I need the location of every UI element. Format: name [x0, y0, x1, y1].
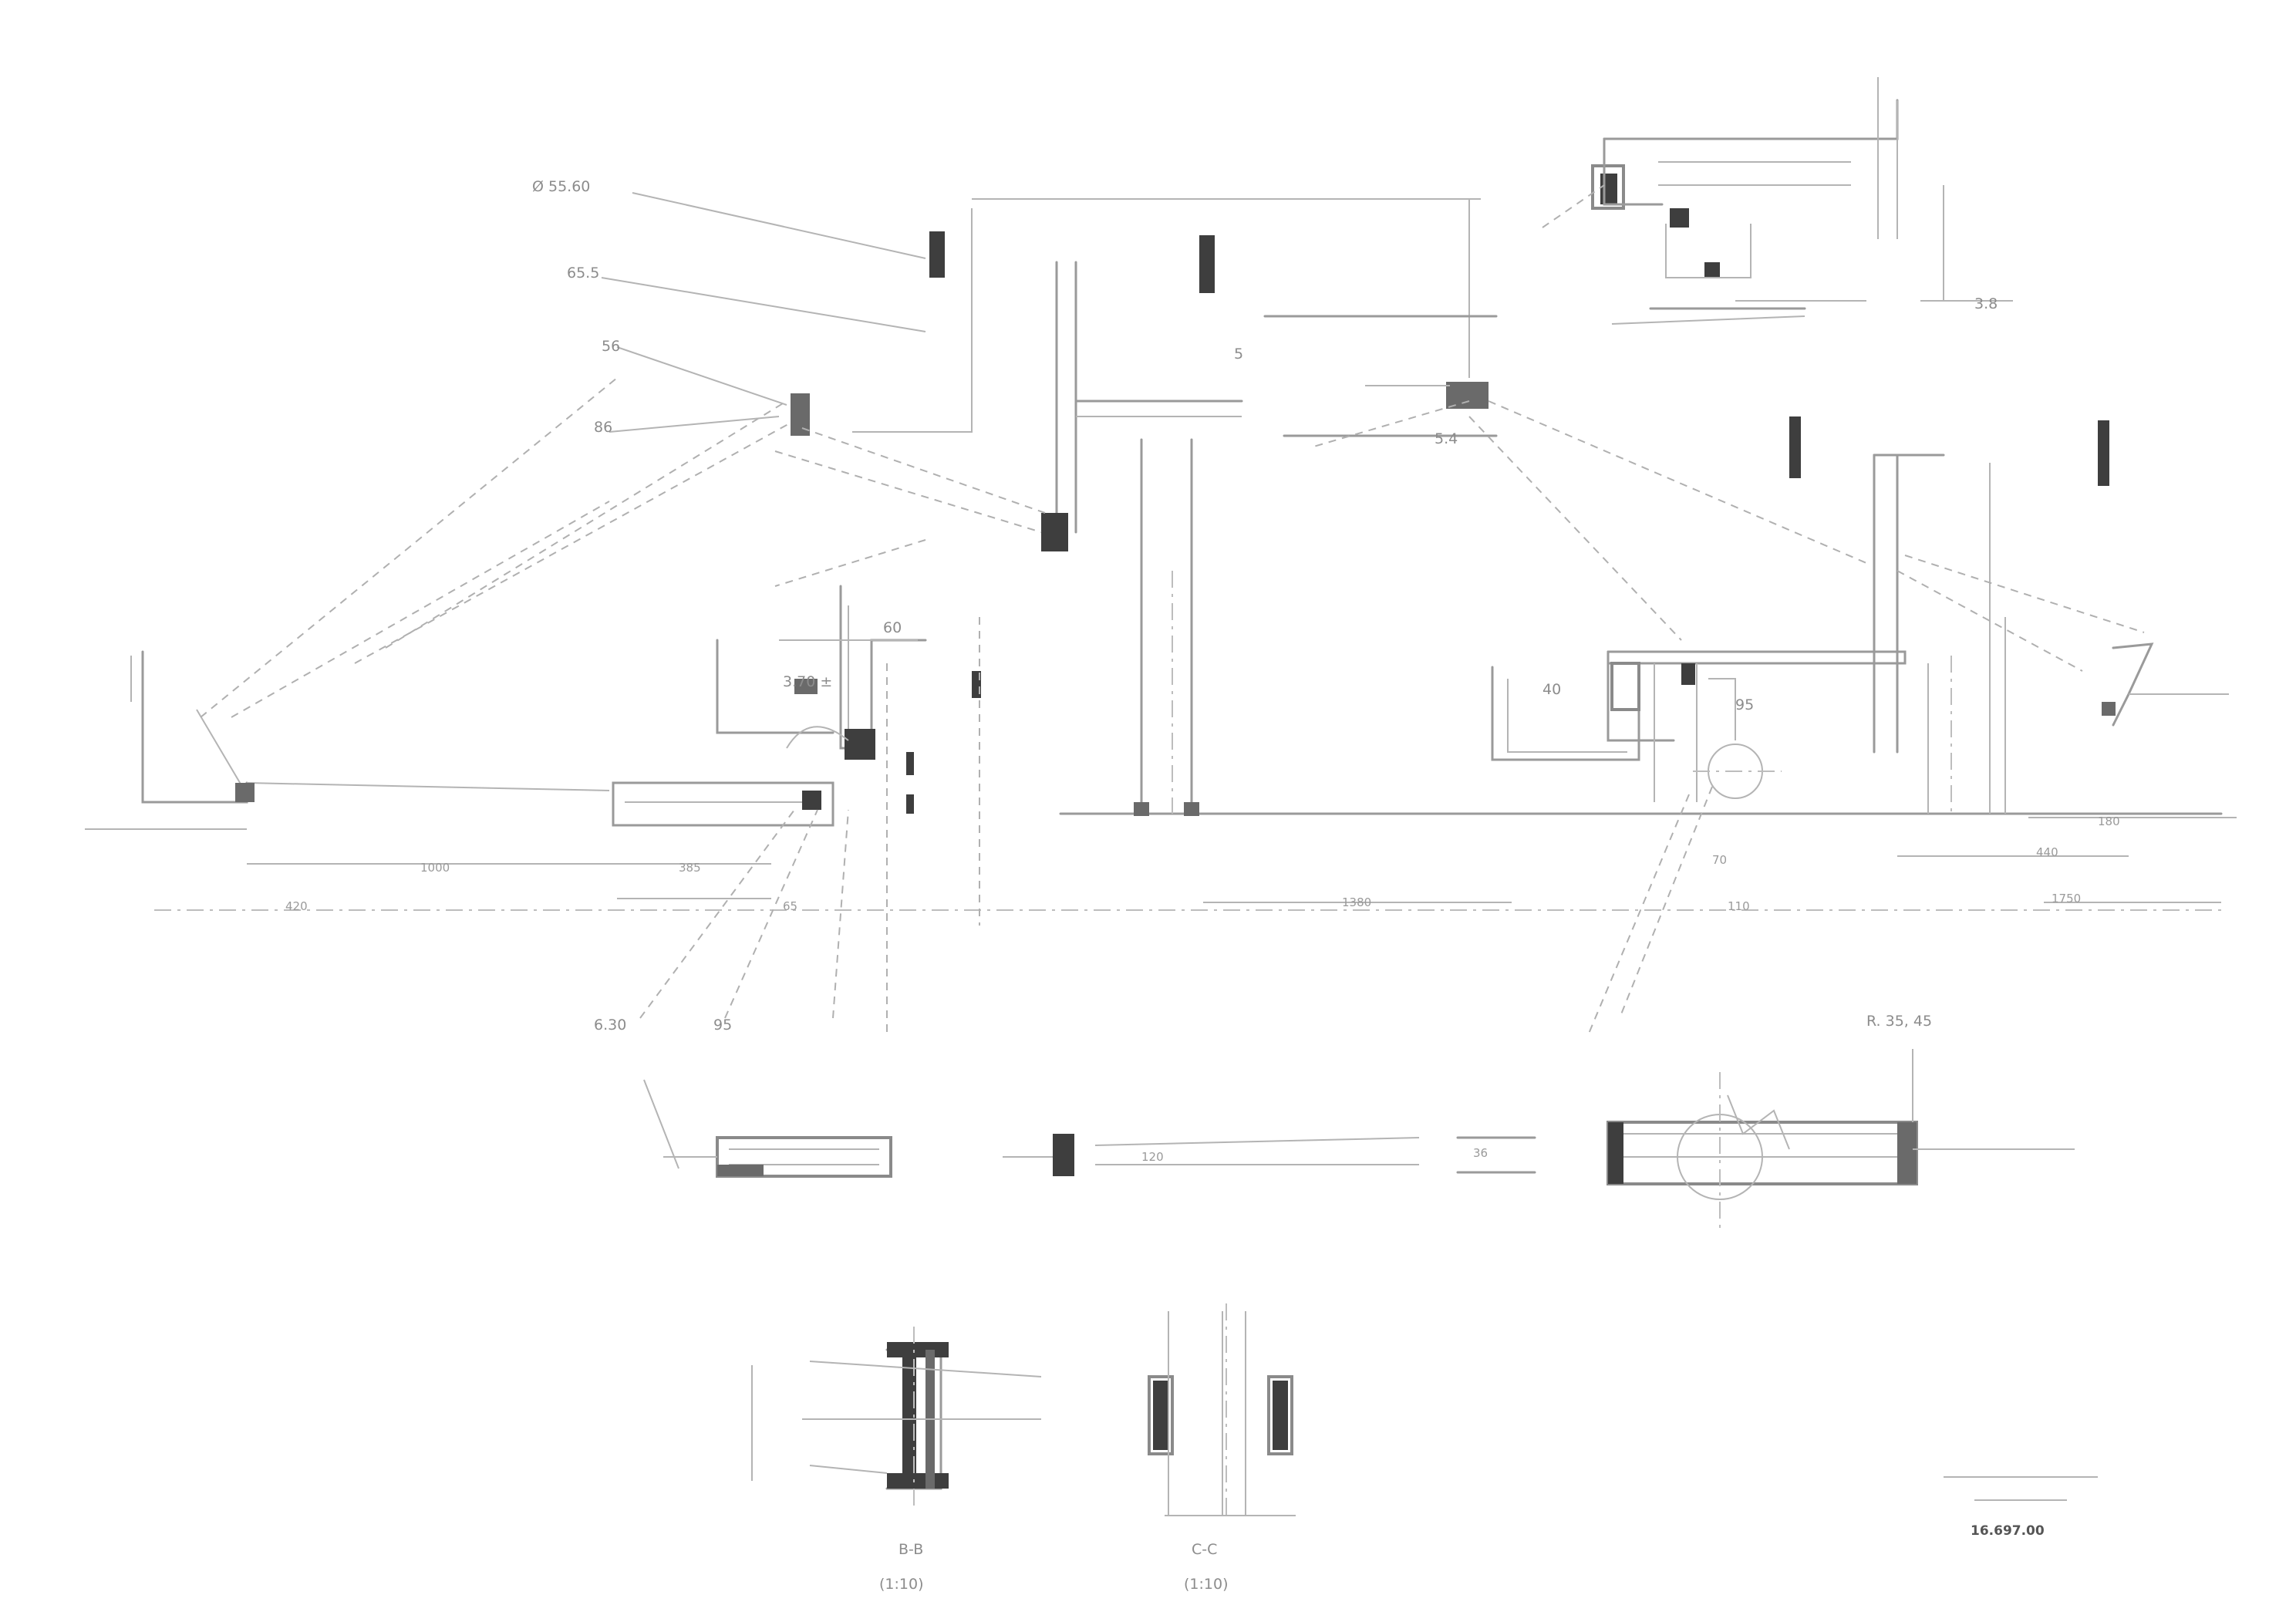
center-column: [774, 198, 1498, 1034]
dimension-11: 1750: [2052, 892, 2081, 905]
section-titles: B-B (1:10) C-C (1:10): [879, 1541, 1229, 1593]
callout-14: R. 35, 45: [1866, 1013, 1932, 1030]
section-c-c: [1148, 1303, 1296, 1519]
dimension-7: 440: [2036, 845, 2058, 859]
callout-6: 95: [713, 1017, 732, 1034]
callout-13: 5.4: [1435, 430, 1458, 447]
section-b-b: [751, 1327, 1042, 1512]
bottom-profile-row: [643, 1049, 2075, 1234]
callout-leaders: [601, 192, 926, 1019]
dimension-labels: 420 1000 385 65 1380 70 440 110 120 36 1…: [285, 814, 2120, 1164]
callout-12: 5: [1234, 346, 1243, 363]
callout-2: 65.5: [567, 265, 599, 282]
dimension-3: 385: [679, 861, 701, 875]
apex-pin: [1310, 382, 1867, 641]
title-block: 16.697.00: [1944, 1476, 2098, 1539]
callout-10: 95: [1735, 696, 1754, 713]
dimension-1: 420: [285, 899, 308, 913]
callout-4: 86: [594, 419, 612, 436]
section-b-b-title: B-B: [899, 1541, 923, 1558]
callout-7: 3.70 ±: [783, 673, 832, 690]
callout-8: 60: [883, 619, 902, 636]
dimension-4: 65: [783, 899, 797, 913]
dimension-6: 70: [1712, 853, 1727, 867]
callout-11: 3.8: [1974, 295, 1998, 312]
dimension-9: 120: [1141, 1150, 1164, 1164]
right-assembly: [1491, 416, 2229, 1034]
section-c-c-title: C-C: [1192, 1541, 1217, 1558]
dimension-8: 110: [1728, 899, 1750, 913]
section-b-b-scale: (1:10): [879, 1576, 924, 1593]
dimension-10: 36: [1473, 1146, 1488, 1160]
callout-9: 40: [1542, 681, 1561, 698]
callout-3: 56: [602, 338, 620, 355]
callout-1: Ø 55.60: [532, 178, 590, 195]
dimension-2: 1000: [420, 861, 450, 875]
callout-5: 6.30: [594, 1017, 626, 1034]
left-foot-bracket: [85, 377, 618, 830]
drawing-number: 16.697.00: [1971, 1523, 2045, 1539]
top-right-detail: [1542, 77, 2013, 325]
section-c-c-scale: (1:10): [1184, 1576, 1229, 1593]
dimension-5: 1380: [1342, 895, 1371, 909]
base-frame-lines: [154, 812, 2237, 911]
callout-labels: Ø 55.60 65.5 56 86 6.30 95 3.70 ± 60 40 …: [532, 178, 1998, 1034]
dimension-12: 180: [2098, 814, 2120, 828]
